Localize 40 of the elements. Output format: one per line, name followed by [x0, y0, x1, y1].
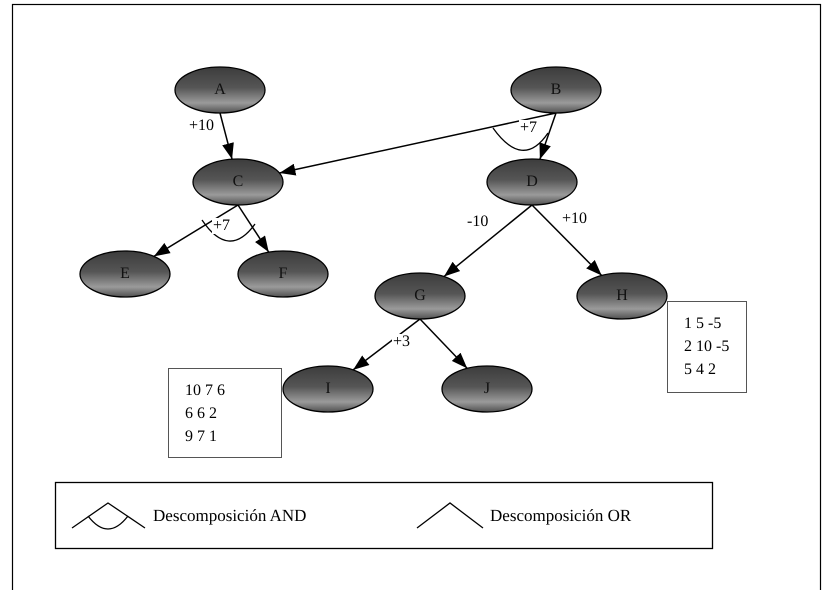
node-label: J	[484, 381, 490, 397]
arrow	[531, 204, 602, 276]
arrow	[219, 112, 234, 160]
matrix-row-text: 6 6 2	[185, 404, 217, 424]
matrix-box	[667, 301, 747, 393]
matrix-row-text: 1 5 -5	[684, 314, 722, 334]
matrix-row-text: 9 7 1	[185, 427, 217, 447]
matrix-row-text: 5 4 2	[684, 360, 716, 380]
ellipse-node	[237, 250, 329, 298]
ellipse-node	[441, 365, 533, 413]
node-label: I	[325, 381, 331, 397]
arrow	[443, 204, 532, 278]
ellipse-node	[79, 250, 171, 298]
node-label: B	[550, 82, 562, 98]
matrix-row-text: 2 10 -5	[684, 337, 730, 357]
ellipse-node	[282, 365, 374, 413]
ellipse-node	[192, 158, 284, 206]
edge-label: +7	[212, 218, 232, 234]
arrow	[237, 204, 270, 253]
node-label: A	[214, 82, 226, 98]
node-label: D	[526, 174, 538, 190]
legend-label: Descomposición AND	[153, 507, 306, 524]
node-label: H	[616, 288, 628, 304]
arrow	[154, 204, 238, 257]
ellipse-node	[576, 272, 668, 320]
node-label: C	[232, 174, 244, 190]
legend-label: Descomposición OR	[490, 507, 632, 524]
ellipse-node	[374, 272, 466, 320]
ellipse-node	[486, 158, 578, 206]
arrow	[539, 112, 557, 160]
matrix-row-text: 10 7 6	[185, 381, 225, 401]
arrow	[352, 318, 420, 370]
node-label: G	[414, 288, 426, 304]
arrow	[279, 112, 556, 176]
matrix-box	[168, 368, 282, 458]
node-label: E	[120, 266, 130, 282]
ellipse-node	[174, 66, 266, 114]
arrow	[419, 318, 468, 369]
ellipse-node	[510, 66, 602, 114]
node-label: F	[278, 266, 288, 282]
